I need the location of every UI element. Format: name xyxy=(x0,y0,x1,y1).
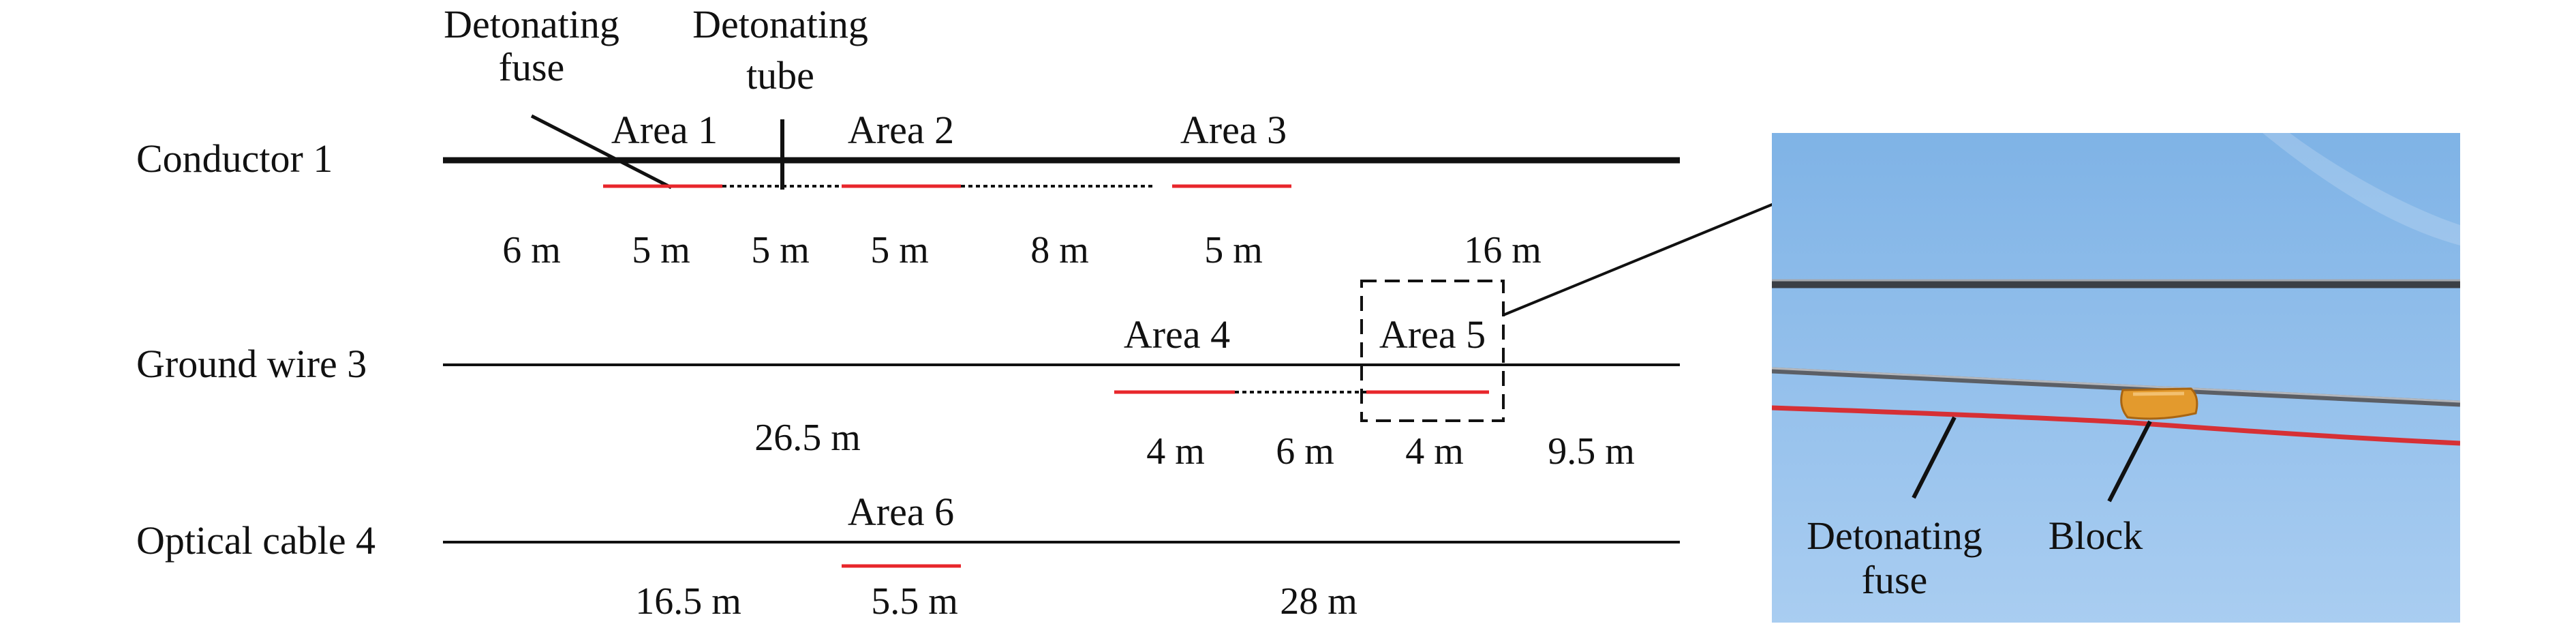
ground-wire-3-length-5: 9.5 m xyxy=(1548,430,1635,473)
conductor-1-length-5: 8 m xyxy=(1030,229,1089,271)
optical-cable-4-length-1: 16.5 m xyxy=(635,580,741,623)
conductor-1-length-7: 16 m xyxy=(1464,229,1542,271)
area-2-label: Area 2 xyxy=(848,108,954,152)
photo-block-pointer xyxy=(2107,420,2152,503)
area-4-label: Area 4 xyxy=(1124,312,1230,357)
detonating-tube-annotation-line2: tube xyxy=(746,53,814,98)
photo-ground-wire xyxy=(1772,367,2460,407)
conductor-1-length-1: 6 m xyxy=(502,229,561,271)
detonating-fuse-annotation-line2: fuse xyxy=(499,45,565,89)
ground-wire-3-length-4: 4 m xyxy=(1405,430,1464,473)
photo-detonating-fuse-label-line2: fuse xyxy=(1862,558,1928,602)
area-5-callout-line xyxy=(1503,202,1776,316)
detonating-fuse-pointer xyxy=(530,114,673,190)
ground-wire-3-length-2: 4 m xyxy=(1146,430,1205,473)
line-label-conductor-1: Conductor 1 xyxy=(136,136,333,181)
photo-block-label: Block xyxy=(2049,513,2143,558)
area-6-label: Area 6 xyxy=(848,490,954,534)
area-5-detail-box xyxy=(1360,280,1505,422)
conductor-1-length-2: 5 m xyxy=(632,229,690,271)
photo-detonating-fuse xyxy=(1772,405,2460,446)
area-5-label: Area 5 xyxy=(1379,312,1486,357)
line-label-optical-cable-4: Optical cable 4 xyxy=(136,518,375,563)
detonating-fuse-annotation-line1: Detonating xyxy=(444,2,619,46)
photo-cloud-streak xyxy=(2263,133,2460,245)
line-label-ground-wire-3: Ground wire 3 xyxy=(136,342,367,386)
ground-wire-3-length-1: 26.5 m xyxy=(754,417,861,459)
conductor-1-length-4: 5 m xyxy=(870,229,929,271)
photo-ground-wire-highlight xyxy=(1772,367,2460,403)
photo-block xyxy=(2120,387,2198,420)
ground-wire-3-length-3: 6 m xyxy=(1276,430,1334,473)
conductor-1-length-3: 5 m xyxy=(751,229,810,271)
photo-block-highlight xyxy=(2132,391,2185,396)
optical-cable-4-length-3: 28 m xyxy=(1280,580,1358,623)
field-photo: Detonating fuse Block xyxy=(1772,133,2460,623)
area-3-label: Area 3 xyxy=(1180,108,1287,152)
photo-detonating-fuse-label-line1: Detonating xyxy=(1807,513,1982,558)
optical-cable-4-length-2: 5.5 m xyxy=(871,580,958,623)
photo-fuse-pointer xyxy=(1912,416,1957,499)
area-1-label: Area 1 xyxy=(611,108,718,152)
detonating-tube-annotation-line1: Detonating xyxy=(692,2,868,46)
conductor-1-length-6: 5 m xyxy=(1204,229,1263,271)
